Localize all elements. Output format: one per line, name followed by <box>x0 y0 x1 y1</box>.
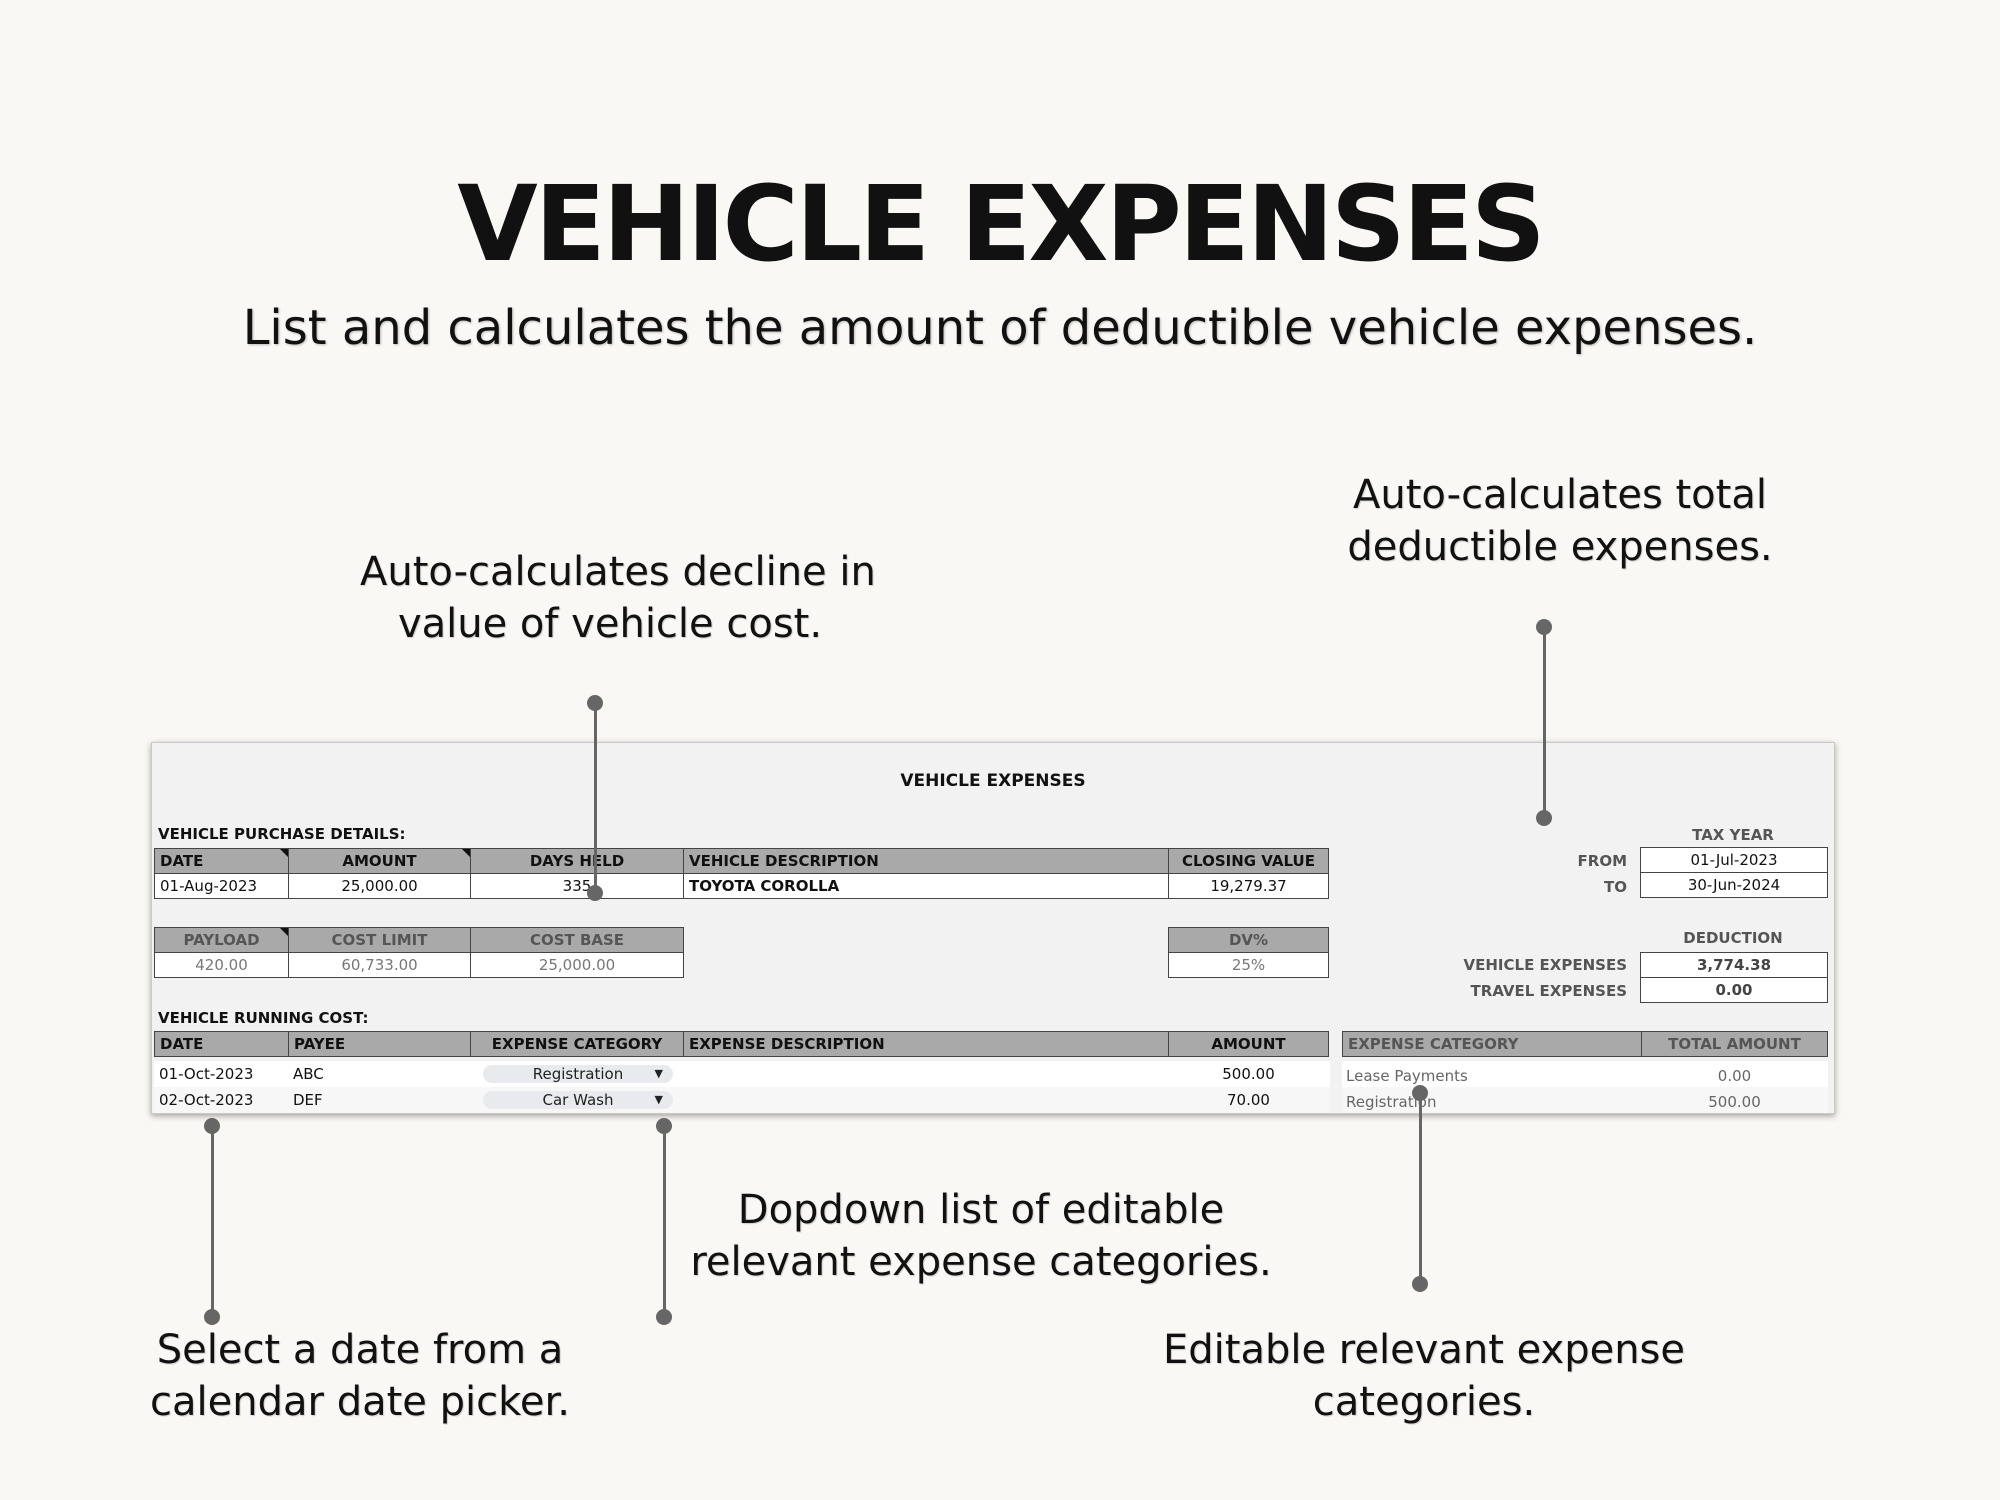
callout-editable-categories: Editable relevant expense categories. <box>1124 1324 1724 1428</box>
limit-header-cost-limit: COST LIMIT <box>288 927 471 953</box>
connector-dot <box>587 695 603 711</box>
list-item: Lease Payments 0.00 <box>1342 1061 1828 1087</box>
purchase-header-days-held: DAYS HELD <box>470 848 684 874</box>
hero-title: VEHICLE EXPENSES <box>457 163 1546 285</box>
summary-total-cell: 0.00 <box>1717 1067 1752 1085</box>
connector-dot <box>656 1118 672 1134</box>
purchase-date-cell[interactable]: 01-Aug-2023 <box>154 873 289 899</box>
deduction-label: DEDUCTION <box>1683 929 1783 947</box>
cost-limit-cell: 60,733.00 <box>288 952 471 978</box>
purchase-header-closing-value: CLOSING VALUE <box>1168 848 1329 874</box>
payload-cell[interactable]: 420.00 <box>154 952 289 978</box>
callout-line: value of vehicle cost. <box>397 601 823 647</box>
dv-header: DV% <box>1168 927 1329 953</box>
running-header-expense-category: EXPENSE CATEGORY <box>470 1031 684 1057</box>
connector-line <box>594 703 597 893</box>
connector-line <box>211 1126 214 1317</box>
sheet-title: VEHICLE EXPENSES <box>900 771 1086 791</box>
running-header-amount: AMOUNT <box>1168 1031 1329 1057</box>
summary-header-expense-category: EXPENSE CATEGORY <box>1342 1031 1642 1057</box>
vehicle-expenses-total: 3,774.38 <box>1640 952 1828 978</box>
expense-date-cell[interactable]: 01-Oct-2023 <box>159 1065 254 1083</box>
connector-line <box>663 1126 666 1317</box>
vehicle-expenses-label: VEHICLE EXPENSES <box>1463 956 1627 974</box>
running-header-payee: PAYEE <box>288 1031 471 1057</box>
connector-dot <box>204 1309 220 1325</box>
expense-amount-cell[interactable]: 500.00 <box>1222 1065 1275 1083</box>
purchase-header-vehicle-description: VEHICLE DESCRIPTION <box>683 848 1169 874</box>
callout-decline-value: Auto-calculates decline in value of vehi… <box>360 546 876 650</box>
callout-line: deductible expenses. <box>1347 524 1773 570</box>
expense-date-cell[interactable]: 02-Oct-2023 <box>159 1091 254 1109</box>
expense-category-dropdown[interactable]: Car Wash ▼ <box>483 1091 673 1109</box>
callout-date-picker: Select a date from a calendar date picke… <box>140 1324 580 1428</box>
cost-base-cell: 25,000.00 <box>470 952 684 978</box>
purchase-section-label: VEHICLE PURCHASE DETAILS: <box>158 825 406 843</box>
running-header-expense-description: EXPENSE DESCRIPTION <box>683 1031 1169 1057</box>
closing-value-cell: 19,279.37 <box>1168 873 1329 899</box>
dv-rate-cell: 25% <box>1168 952 1329 978</box>
expense-amount-cell[interactable]: 70.00 <box>1227 1091 1270 1109</box>
summary-total-cell: 500.00 <box>1708 1093 1761 1111</box>
caret-down-icon: ▼ <box>654 1093 663 1106</box>
callout-line: Editable relevant expense <box>1162 1327 1685 1373</box>
callout-line: Auto-calculates decline in <box>360 549 876 595</box>
connector-dot <box>1412 1085 1428 1101</box>
caret-down-icon: ▼ <box>654 1067 663 1080</box>
travel-expenses-total: 0.00 <box>1640 977 1828 1003</box>
callout-line: calendar date picker. <box>150 1379 570 1425</box>
callout-line: categories. <box>1312 1379 1536 1425</box>
connector-dot <box>204 1118 220 1134</box>
tax-year-from-label: FROM <box>1577 852 1627 870</box>
tax-year-from-cell[interactable]: 01-Jul-2023 <box>1640 847 1828 873</box>
callout-line: Select a date from a <box>156 1327 564 1373</box>
travel-expenses-label: TRAVEL EXPENSES <box>1470 982 1627 1000</box>
table-row: 02-Oct-2023 DEF Car Wash ▼ 70.00 <box>154 1087 1330 1113</box>
dropdown-value: Car Wash <box>542 1091 614 1109</box>
running-header-date: DATE <box>154 1031 289 1057</box>
summary-category-cell[interactable]: Lease Payments <box>1346 1067 1468 1085</box>
vehicle-description-cell[interactable]: TOYOTA COROLLA <box>683 873 1169 899</box>
days-held-cell: 335 <box>470 873 684 899</box>
connector-dot <box>587 885 603 901</box>
dropdown-value: Registration <box>532 1065 624 1083</box>
callout-line: Dopdown list of editable <box>737 1187 1225 1233</box>
purchase-header-date: DATE <box>154 848 289 874</box>
limit-header-payload: PAYLOAD <box>154 927 289 953</box>
connector-line <box>1543 627 1546 818</box>
connector-line <box>1419 1093 1422 1284</box>
connector-dot <box>1536 619 1552 635</box>
spreadsheet: VEHICLE EXPENSES VEHICLE PURCHASE DETAIL… <box>151 742 1835 1114</box>
payee-cell[interactable]: ABC <box>293 1065 324 1083</box>
limit-header-cost-base: COST BASE <box>470 927 684 953</box>
hero-subtitle: List and calculates the amount of deduct… <box>242 300 1758 356</box>
callout-line: relevant expense categories. <box>690 1239 1272 1285</box>
purchase-amount-cell[interactable]: 25,000.00 <box>288 873 471 899</box>
callout-dropdown-list: Dopdown list of editable relevant expens… <box>681 1184 1281 1288</box>
tax-year-to-cell[interactable]: 30-Jun-2024 <box>1640 872 1828 898</box>
callout-total-deductible: Auto-calculates total deductible expense… <box>1310 469 1810 573</box>
tax-year-label: TAX YEAR <box>1692 826 1774 844</box>
connector-dot <box>656 1309 672 1325</box>
callout-line: Auto-calculates total <box>1353 472 1767 518</box>
table-row: 01-Oct-2023 ABC Registration ▼ 500.00 <box>154 1061 1330 1087</box>
connector-dot <box>1536 810 1552 826</box>
payee-cell[interactable]: DEF <box>293 1091 323 1109</box>
summary-header-total-amount: TOTAL AMOUNT <box>1641 1031 1828 1057</box>
expense-category-dropdown[interactable]: Registration ▼ <box>483 1065 673 1083</box>
running-section-label: VEHICLE RUNNING COST: <box>158 1009 369 1027</box>
connector-dot <box>1412 1276 1428 1292</box>
tax-year-to-label: TO <box>1604 878 1627 896</box>
purchase-header-amount: AMOUNT <box>288 848 471 874</box>
